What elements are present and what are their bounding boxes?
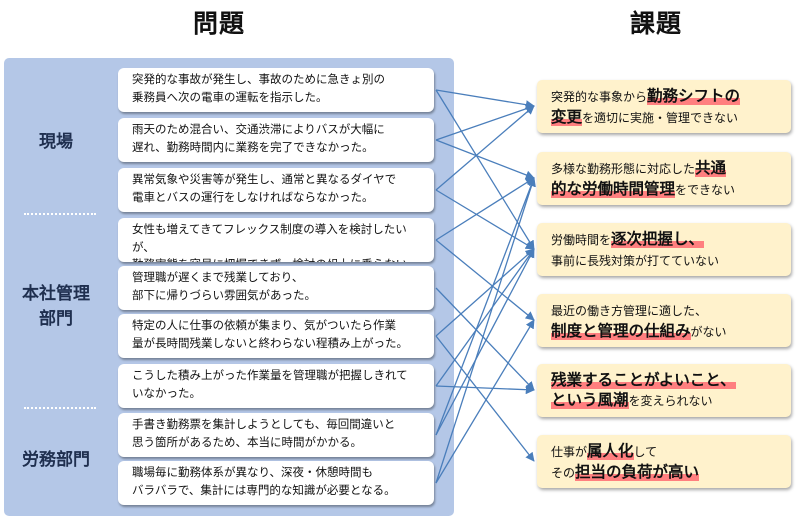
issue-emphasis: 残業することがよいこと、 xyxy=(551,371,736,389)
connection-arrow xyxy=(435,248,535,387)
issue-text: がない xyxy=(690,325,727,339)
issue-emphasis: 的な労働時間管理 xyxy=(551,180,676,198)
connection-arrow xyxy=(435,177,536,436)
problem-box: こうした積み上がった作業量を管理職が把握しきれて いなかった。 xyxy=(118,364,434,408)
connection-arrow xyxy=(435,89,535,110)
issue-line: 的な労働時間管理をできない xyxy=(551,179,787,200)
problem-box: 職場毎に勤務体系が異なり、深夜・休憩時間も バラバラで、集計には専門的な知識が必… xyxy=(118,461,434,505)
issue-box: 仕事が属人化してその担当の負荷が高い xyxy=(537,435,791,488)
issue-text: 多様な勤務形態に対応した xyxy=(551,162,696,176)
issue-box: 最近の働き方管理に適した、制度と管理の仕組みがない xyxy=(537,294,791,347)
issue-emphasis: 担当の負荷が高い xyxy=(575,463,700,481)
problem-box: 特定の人に仕事の依頼が集まり、気がついたら作業 量が長時間残業しないと終わらない… xyxy=(118,314,434,358)
issue-line: 事前に長残対策が打てていない xyxy=(551,250,787,271)
connection-arrow xyxy=(435,287,535,391)
problem-box: 手書き勤務票を集計しようとしても、毎回間違いと 思う箇所があるため、本当に時間が… xyxy=(118,413,434,457)
connection-arrow xyxy=(435,248,535,337)
category-honsha: 本社管理 部門 xyxy=(22,284,90,329)
connection-arrow xyxy=(435,139,535,180)
issue-emphasis: 共通 xyxy=(695,159,727,177)
connection-arrow xyxy=(435,177,535,241)
issue-emphasis: 勤務シフトの xyxy=(647,87,741,105)
issue-text: をできない xyxy=(675,183,736,197)
issue-text: して xyxy=(633,445,658,459)
problem-box: 女性も増えてきてフレックス制度の導入を検討したいが、 勤務実態を容易に把握できず… xyxy=(118,218,434,262)
issue-text: 労働時間を xyxy=(551,233,612,247)
issue-line: 最近の働き方管理に適した、 xyxy=(551,300,787,321)
issue-line: 突発的な事象から勤務シフトの xyxy=(551,86,787,107)
issue-text: 事前に長残対策が打てていない xyxy=(551,254,720,268)
issue-emphasis: 変更 xyxy=(551,108,583,126)
connection-arrow xyxy=(435,105,535,191)
issue-emphasis: 逐次把握し、 xyxy=(611,230,705,248)
problem-box: 突発的な事故が発生し、事故のために急きょ別の 乗務員へ次の電車の運転を指示した。 xyxy=(118,68,434,112)
connection-arrow xyxy=(435,248,535,436)
issue-line: 仕事が属人化して xyxy=(551,441,787,462)
issue-emphasis: 属人化 xyxy=(587,442,634,460)
issue-text: 最近の働き方管理に適した、 xyxy=(551,304,708,318)
issues-heading: 課題 xyxy=(630,9,683,38)
connection-arrow xyxy=(435,385,535,395)
issue-line: 残業することがよいこと、 xyxy=(551,370,787,390)
connection-arrow xyxy=(435,319,535,484)
issue-line: という風潮を変えられない xyxy=(551,390,787,411)
issue-text: 仕事が xyxy=(551,445,588,459)
connection-arrow xyxy=(435,177,536,484)
connection-arrow xyxy=(435,104,535,141)
issue-line: 制度と管理の仕組みがない xyxy=(551,321,787,342)
issue-line: その担当の負荷が高い xyxy=(551,462,787,483)
problem-box: 異常気象や災害等が発生し、通常と異なるダイヤで 電車とバスの運行をしなければなら… xyxy=(118,168,434,212)
connection-arrow xyxy=(435,239,535,321)
issue-emphasis: という風潮 xyxy=(551,391,629,409)
issue-line: 変更を適切に実施・管理できない xyxy=(551,107,787,128)
issue-box: 突発的な事象から勤務シフトの変更を適切に実施・管理できない xyxy=(537,80,791,133)
issue-box: 多様な勤務形態に対応した共通的な労働時間管理をできない xyxy=(537,152,791,205)
issue-text: を変えられない xyxy=(628,394,713,408)
category-genba: 現場 xyxy=(39,132,73,152)
issue-text: を適切に実施・管理できない xyxy=(582,111,739,125)
category-divider xyxy=(24,407,96,409)
problem-box: 雨天のため混合い、交通渋滞によりバスが大幅に 遅れ、勤務時間内に業務を完了できな… xyxy=(118,118,434,162)
category-roumu: 労務部門 xyxy=(22,450,90,470)
issue-line: 労働時間を逐次把握し、 xyxy=(551,229,787,250)
issue-line: 多様な勤務形態に対応した共通 xyxy=(551,158,787,179)
problem-box: 管理職が遅くまで残業しており、 部下に帰りづらい雰囲気があった。 xyxy=(118,266,434,310)
connection-arrow xyxy=(435,189,535,250)
issue-emphasis: 制度と管理の仕組み xyxy=(551,322,691,340)
issue-box: 残業することがよいこと、という風潮を変えられない xyxy=(537,364,791,417)
issue-text: 突発的な事象から xyxy=(551,90,648,104)
issue-box: 労働時間を逐次把握し、事前に長残対策が打てていない xyxy=(537,223,791,276)
category-divider xyxy=(24,213,96,215)
problems-heading: 問題 xyxy=(193,9,246,38)
issue-text: その xyxy=(551,466,576,480)
connection-arrow xyxy=(435,335,535,462)
